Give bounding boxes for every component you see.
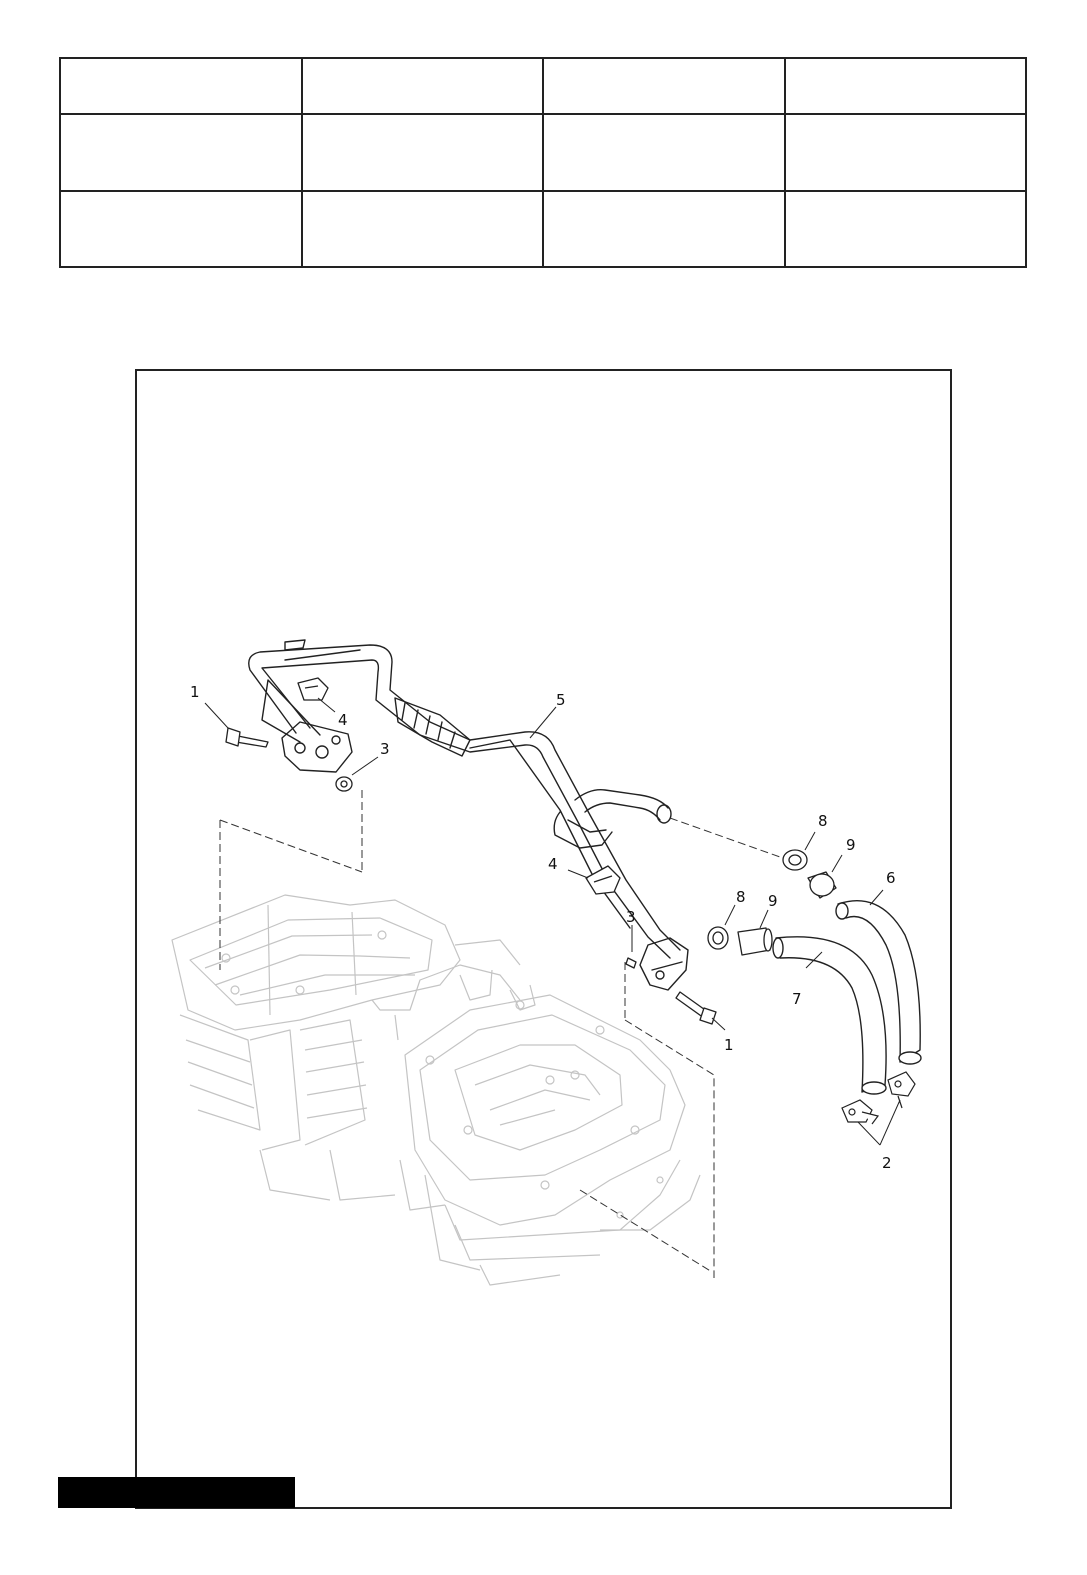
callout-leaders [204, 697, 901, 1146]
callout-label: 4 [548, 855, 558, 873]
small-parts [225, 677, 837, 1025]
callout-label: 3 [626, 908, 636, 926]
callout-label: 4 [338, 711, 348, 729]
table-cell [59, 190, 303, 268]
callout-label: 9 [846, 836, 856, 854]
table-cell [783, 57, 1027, 115]
callout-label: 8 [736, 888, 746, 906]
callout-label: 1 [724, 1036, 734, 1054]
callout-label: 7 [792, 990, 802, 1008]
table-cell [300, 57, 544, 115]
callout-label: 2 [882, 1154, 892, 1172]
table-row [59, 57, 1027, 115]
callout-labels: 1 4 3 5 8 9 6 4 3 8 9 7 1 2 [190, 683, 896, 1172]
hose-clamps [841, 1071, 916, 1125]
diagram-frame [135, 369, 952, 1509]
table-cell [59, 57, 303, 115]
table-row [59, 190, 1027, 268]
table-cell [542, 190, 786, 268]
table-row [59, 113, 1027, 192]
callout-label: 1 [190, 683, 200, 701]
table-cell [300, 190, 544, 268]
footer-bar [58, 1477, 295, 1508]
callout-label: 9 [768, 892, 778, 910]
table-cell [300, 113, 544, 192]
table-cell [542, 57, 786, 115]
callout-label: 8 [818, 812, 828, 830]
callout-label: 3 [380, 740, 390, 758]
table-cell [59, 113, 303, 192]
header-table [59, 57, 1027, 268]
hoses [772, 900, 922, 1095]
callout-label: 5 [556, 691, 566, 709]
callout-label: 6 [886, 869, 896, 887]
pipe-assembly [248, 639, 689, 991]
table-cell [783, 113, 1027, 192]
table-cell [783, 190, 1027, 268]
table-cell [542, 113, 786, 192]
engine-illustration [171, 894, 701, 1286]
assembly-dashed-lines [219, 790, 781, 1278]
